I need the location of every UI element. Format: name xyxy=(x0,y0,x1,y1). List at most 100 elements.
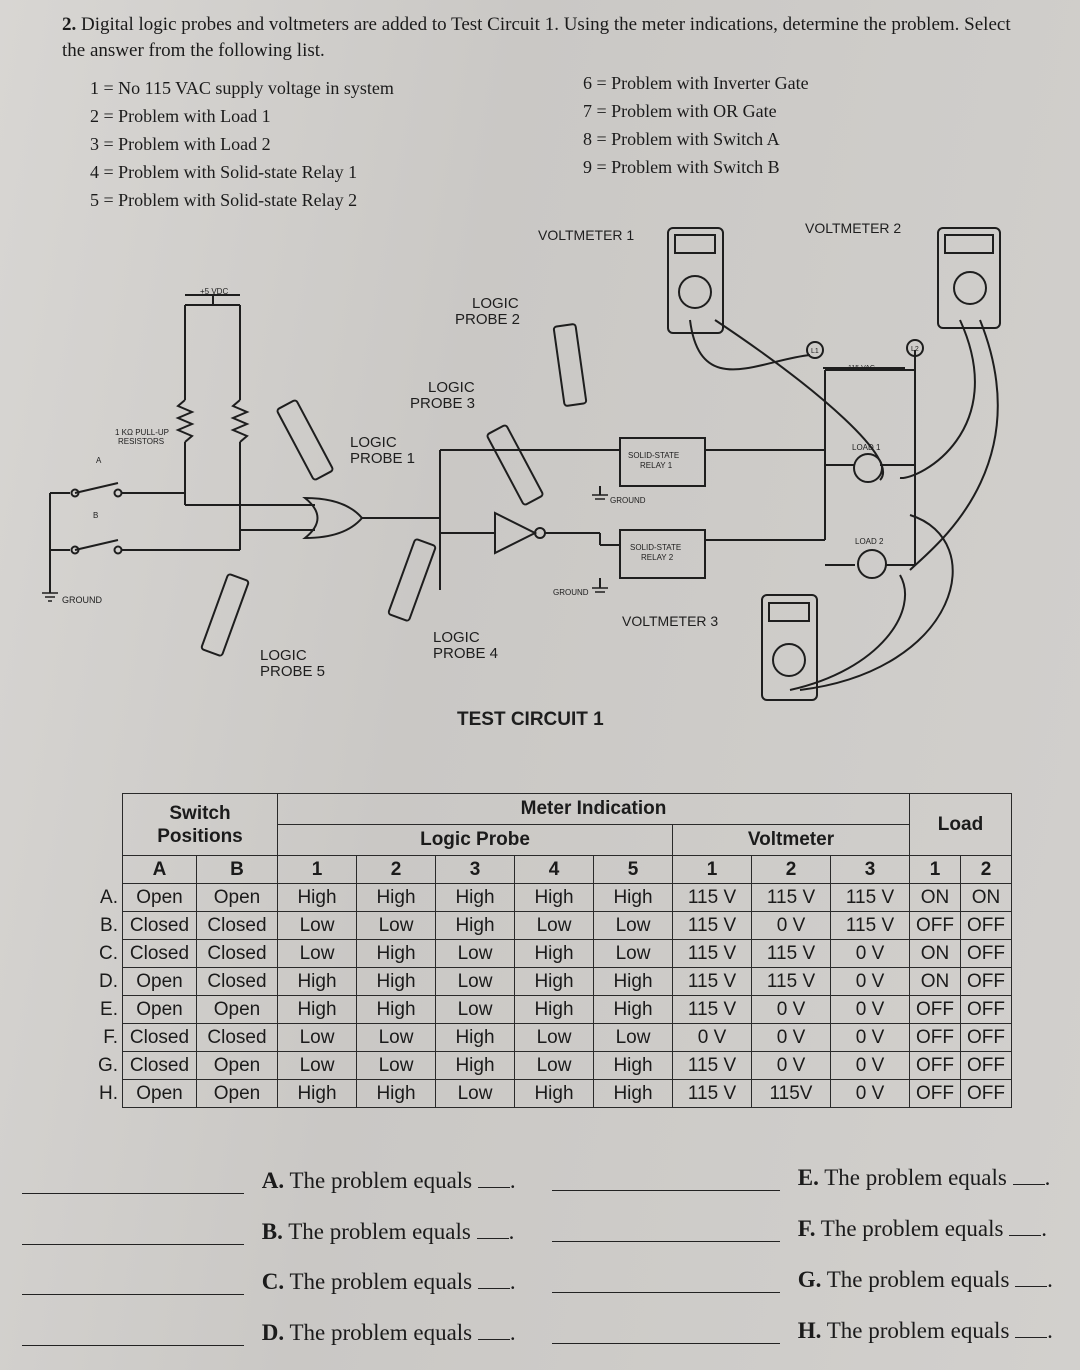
table-cell: 115 V xyxy=(672,939,752,968)
table-cell: High xyxy=(514,883,594,912)
ground-relay-label: GROUND xyxy=(610,496,646,505)
answer-c-letter: C. xyxy=(261,1269,285,1294)
l2-label: L2 xyxy=(911,346,919,353)
table-cell: High xyxy=(593,967,673,996)
answer-d: D. The problem equals . xyxy=(22,1320,516,1346)
table-cell: 115V xyxy=(751,1079,831,1108)
answer-h-text: The problem equals xyxy=(826,1318,1010,1343)
load1-label: LOAD 1 xyxy=(852,443,881,452)
table-cell: Closed xyxy=(122,1023,197,1052)
table-cell: 0 V xyxy=(830,1079,910,1108)
answer-a-blank-line[interactable] xyxy=(22,1193,244,1194)
answer-f-value-blank[interactable] xyxy=(1009,1217,1042,1236)
table-cell: High xyxy=(514,1079,594,1108)
col-voltmeter-3: 3 xyxy=(830,855,910,884)
relay1-label-1: SOLID-STATE xyxy=(628,451,679,460)
table-cell: 115 V xyxy=(830,883,910,912)
answer-c-value-blank[interactable] xyxy=(477,1270,510,1289)
probe3-label-2: PROBE 3 xyxy=(410,395,475,412)
col-load-2: 2 xyxy=(960,855,1012,884)
table-cell: Low xyxy=(514,911,594,940)
table-cell: 0 V xyxy=(751,1023,831,1052)
table-cell: Open xyxy=(196,883,278,912)
table-cell: ON xyxy=(909,939,961,968)
answer-h-value-blank[interactable] xyxy=(1015,1319,1048,1338)
probe1-label-1: LOGIC xyxy=(350,434,397,451)
answer-h-blank-line[interactable] xyxy=(552,1343,780,1344)
option-1: 1 = No 115 VAC supply voltage in system xyxy=(90,78,394,98)
col-load-1: 1 xyxy=(909,855,961,884)
table-cell: High xyxy=(277,1079,357,1108)
answer-a-value-blank[interactable] xyxy=(477,1169,510,1188)
table-cell: High xyxy=(514,939,594,968)
table-cell: OFF xyxy=(909,995,961,1024)
table-cell: OFF xyxy=(909,1023,961,1052)
relay1-label-2: RELAY 1 xyxy=(640,461,673,470)
probe5-label-1: LOGIC xyxy=(260,647,307,664)
answer-e-text: The problem equals xyxy=(824,1165,1007,1190)
voltmeter3-label: VOLTMETER 3 xyxy=(622,613,718,629)
option-2: 2 = Problem with Load 1 xyxy=(90,106,271,126)
switch-b-label: B xyxy=(93,511,98,520)
table-cell: Closed xyxy=(196,911,278,940)
table-cell: Low xyxy=(277,1051,357,1080)
answer-d-blank-line[interactable] xyxy=(22,1345,244,1346)
answer-a-letter: A. xyxy=(261,1168,285,1193)
answer-d-value-blank[interactable] xyxy=(477,1321,510,1340)
table-cell: Low xyxy=(277,911,357,940)
answer-b-text: The problem equals xyxy=(288,1219,471,1244)
table-cell: High xyxy=(356,995,436,1024)
row-label: A. xyxy=(100,886,118,908)
col-voltmeter-2: 2 xyxy=(751,855,831,884)
table-cell: 115 V xyxy=(672,1051,752,1080)
table-cell: High xyxy=(356,967,436,996)
supply-label: 115 VAC xyxy=(848,365,875,372)
answer-f-blank-line[interactable] xyxy=(552,1241,780,1242)
col-voltmeter-1: 1 xyxy=(672,855,752,884)
table-cell: Closed xyxy=(122,911,197,940)
answer-b-letter: B. xyxy=(261,1219,283,1244)
voltmeter-header: Voltmeter xyxy=(672,824,910,856)
table-cell: High xyxy=(277,967,357,996)
answer-f-letter: F. xyxy=(797,1216,816,1241)
question-number: 2. xyxy=(62,14,77,35)
question-text: Digital logic probes and voltmeters are … xyxy=(62,14,1011,61)
answer-c-blank-line[interactable] xyxy=(22,1294,244,1295)
table-cell: 0 V xyxy=(751,911,831,940)
table-cell: Open xyxy=(196,1079,278,1108)
answer-b-value-blank[interactable] xyxy=(476,1220,509,1239)
answer-e-blank-line[interactable] xyxy=(552,1190,780,1191)
answer-g-blank-line[interactable] xyxy=(552,1292,780,1293)
vdc-label: +5 VDC xyxy=(200,287,228,296)
load2-label: LOAD 2 xyxy=(855,537,884,546)
table-cell: High xyxy=(356,939,436,968)
table-cell: 0 V xyxy=(830,939,910,968)
col-probe-4: 4 xyxy=(514,855,594,884)
option-4: 4 = Problem with Solid-state Relay 1 xyxy=(90,162,358,182)
answer-e-value-blank[interactable] xyxy=(1012,1166,1045,1185)
table-cell: High xyxy=(435,911,515,940)
table-cell: Low xyxy=(514,1023,594,1052)
table-cell: 115 V xyxy=(672,967,752,996)
table-cell: 0 V xyxy=(751,995,831,1024)
row-label: H. xyxy=(99,1082,118,1104)
table-cell: 0 V xyxy=(830,995,910,1024)
answer-b-blank-line[interactable] xyxy=(22,1244,244,1245)
table-cell: OFF xyxy=(960,995,1012,1024)
relay2-label-2: RELAY 2 xyxy=(641,553,674,562)
row-label: D. xyxy=(99,970,118,992)
question-block: 2. Digital logic probes and voltmeters a… xyxy=(62,12,1022,64)
table-cell: Low xyxy=(514,1051,594,1080)
probe1-label-2: PROBE 1 xyxy=(350,450,415,467)
table-cell: 0 V xyxy=(672,1023,752,1052)
table-cell: 115 V xyxy=(672,995,752,1024)
table-cell: High xyxy=(514,967,594,996)
answer-g-value-blank[interactable] xyxy=(1015,1268,1048,1287)
table-cell: High xyxy=(435,1023,515,1052)
option-9: 9 = Problem with Switch B xyxy=(583,157,780,177)
